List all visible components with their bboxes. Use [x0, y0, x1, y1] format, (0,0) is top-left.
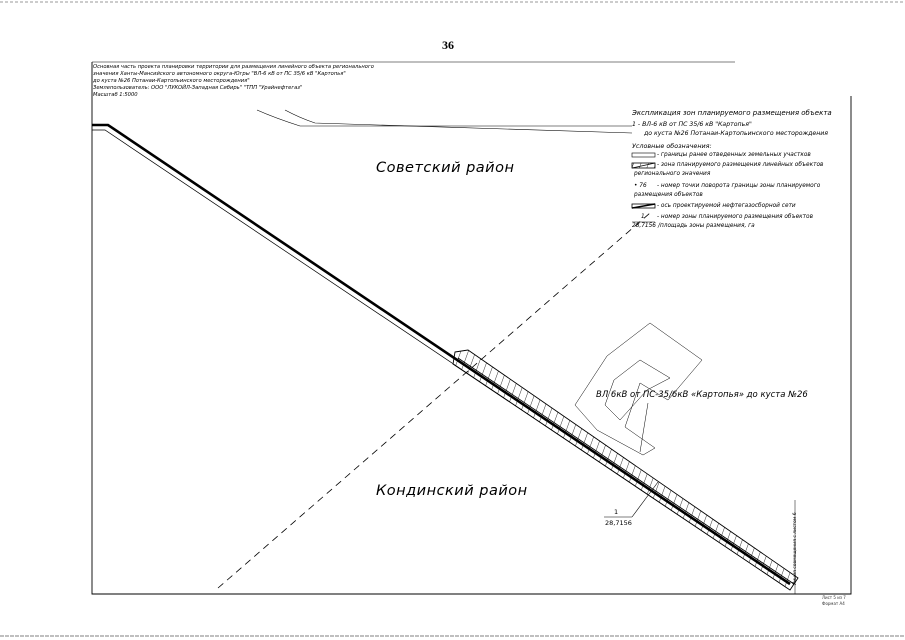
legend-item-point: - номер точки поворота границы зоны план…: [657, 183, 821, 189]
zone-num-leader: [631, 481, 659, 518]
header-line-2: значения Ханты-Мансийского автономного о…: [93, 71, 346, 77]
legend-item-zone-cont: регионального значения: [634, 171, 711, 177]
header-line-5: Масштаб 1:5000: [93, 92, 138, 98]
match-line-label: Линия совмещения с листом 6: [793, 512, 798, 585]
legend-symbol-axis: [631, 203, 656, 209]
explication-item-1-cont: до куста №26 Потанаи-Картопьинского мест…: [644, 130, 829, 137]
region-label-south: Кондинский район: [376, 483, 528, 499]
legend-symbol-parcel: [631, 152, 656, 158]
zone-1-hatched: [452, 349, 799, 591]
explication-title: Экспликация зон планируемого размещения …: [632, 109, 832, 117]
line-label-leader: [639, 402, 649, 453]
zone-1-axis: [457, 357, 795, 585]
existing-corridor-edge: [92, 129, 788, 589]
leader-line-2: [284, 109, 633, 134]
header-line-1: Основная часть проекта планировки террит…: [93, 64, 374, 70]
legend-item-zonenum: - номер зоны планируемого размещения объ…: [657, 214, 814, 220]
district-boundary: [217, 212, 651, 589]
legend-title: Условные обозначения:: [632, 142, 712, 150]
legend-item-axis: - ось проектируемой нефтегазосборной сет…: [657, 203, 796, 209]
map-frame: [91, 62, 852, 595]
allocated-parcel: [574, 322, 703, 456]
legend-item-zonearea: /площадь зоны размещения, га: [658, 223, 755, 229]
legend-zone-sample-num: 1: [641, 214, 645, 220]
explication-item-1: 1 - ВЛ-6 кВ от ПС 35/6 кВ "Картопья": [632, 121, 752, 128]
region-label-north: Советский район: [376, 160, 515, 176]
header-line-4: Землепользователь: ООО "ЛУКОЙЛ-Западная …: [93, 85, 303, 91]
legend-item-zone: - зона планируемого размещения линейных …: [657, 162, 824, 168]
page-number: 36: [442, 38, 454, 52]
legend-point-marker: • 76: [634, 183, 647, 189]
footer-format: Формат А4: [822, 601, 845, 606]
power-line-label: ВЛ 6кВ от ПС-35/6кВ «Картопья» до куста …: [596, 390, 808, 400]
footer-sheet: Лист 5 из 7: [822, 595, 846, 600]
allocated-parcel-inner: [604, 359, 671, 421]
legend-zone-sample-area: 28,7156: [632, 223, 656, 229]
zone-number: 1: [614, 508, 619, 516]
legend-item-parcel: - границы ранее отведенных земельных уча…: [657, 152, 811, 158]
header-line-3: до куста №26 Потанаи-Картопьинского мест…: [93, 78, 250, 84]
zone-area: 28,7156: [605, 519, 632, 527]
legend-item-point-cont: размещения объектов: [634, 192, 703, 198]
leader-line-1: [256, 109, 632, 127]
